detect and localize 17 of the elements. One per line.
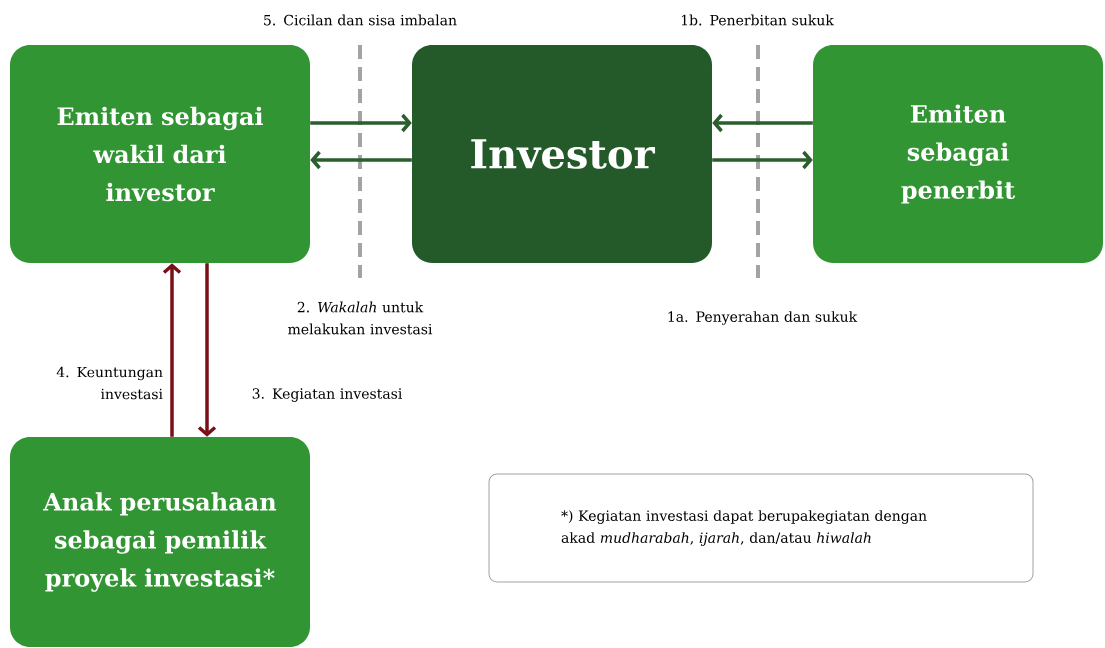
note-box: *) Kegiatan investasi dapat berupakegiatan dengan akad mudharabah, ijarah, dan/atau hiwalah [488, 473, 1034, 583]
step-label: 5. Cicilan dan sisa imbalan [264, 14, 457, 26]
arrow [310, 150, 412, 170]
edge-label: 3. Kegiatan investasi [252, 388, 402, 402]
arrow [310, 113, 412, 133]
process-box: Anak perusahaan sebagai pemilik proyek investasi* [10, 437, 310, 647]
arrow [162, 263, 182, 437]
step-label: 1a. Penyerahan dan sukuk [668, 311, 858, 325]
arrow [712, 150, 813, 170]
process-box: Investor [412, 45, 712, 263]
step-label: 2. Wakalah untuk melakukan investasi [288, 301, 433, 335]
step-label: 1b. Penerbitan sukuk [681, 14, 834, 26]
arrow [712, 113, 813, 133]
edge-label: 4. Keuntungan investasi [56, 366, 163, 400]
process-box: Emiten sebagai wakil dari investor [10, 45, 310, 263]
arrow [197, 263, 217, 437]
process-box: Emiten sebagai penerbit [813, 45, 1103, 263]
